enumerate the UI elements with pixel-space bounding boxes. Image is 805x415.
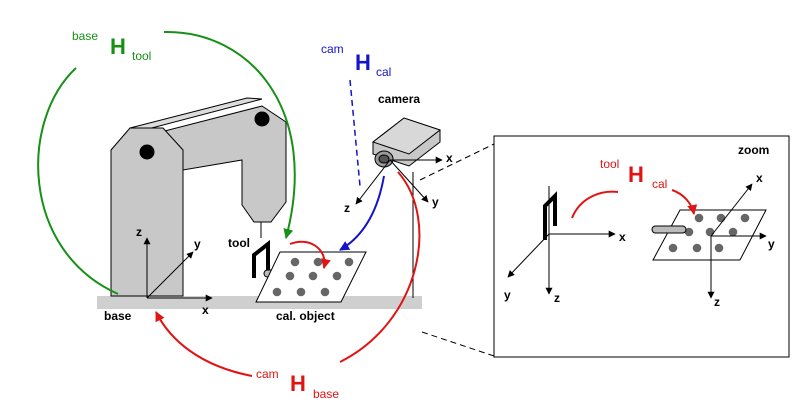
cam-H-base-arrow-right — [339, 171, 421, 363]
cam-H-cal-sub: cal — [376, 65, 391, 79]
tool-H-cal-arrow — [671, 189, 698, 215]
base-frame — [143, 237, 213, 302]
calibration-object — [255, 251, 367, 303]
camera-label: camera — [378, 92, 420, 106]
camera-x-axis-label: x — [446, 151, 453, 165]
zoom-tool-frame — [507, 186, 616, 295]
cam-H-cal-dashed-line — [349, 79, 361, 187]
tool-H-cal-sub: cal — [652, 177, 667, 191]
zoom-cal-y-axis-label: y — [768, 237, 775, 251]
base-H-tool-main: H — [110, 34, 126, 59]
cam-H-base-label: cam H base — [256, 365, 339, 401]
base-z-axis-label: z — [136, 225, 142, 239]
cam-H-base-main: H — [290, 371, 306, 396]
cam-H-cal-arrow — [339, 175, 385, 251]
base-x-axis-label: x — [202, 303, 209, 317]
base-H-tool-sub: tool — [132, 49, 151, 63]
cam-H-cal-sup: cam — [321, 42, 344, 56]
camera — [371, 117, 442, 298]
cam-H-base-arrow-left — [155, 311, 253, 377]
zoom-tool-y-axis-label: y — [504, 288, 511, 302]
base-H-tool-label: base H tool — [72, 27, 151, 63]
base-H-tool-arrow-head-arc — [163, 30, 296, 239]
zoom-tool-x-axis-label: x — [619, 230, 626, 244]
zoom-cal-frame — [707, 183, 767, 299]
tool-H-cal-main: H — [628, 162, 644, 187]
base-label: base — [104, 309, 132, 323]
camera-frame — [355, 156, 443, 205]
cam-H-base-sup: cam — [256, 367, 279, 381]
base-H-tool-sup: base — [72, 29, 98, 43]
zoom-projection-top — [419, 143, 495, 181]
tool-H-cal-label: tool H cal — [600, 155, 667, 191]
cam-H-base-sub: base — [313, 387, 339, 401]
zoom-projection-bottom — [421, 331, 495, 357]
zoom-cal-z-axis-label: z — [714, 295, 720, 309]
zoom-tool-gripper — [543, 191, 557, 240]
tool-H-cal-sup: tool — [600, 157, 619, 171]
cal-object-label: cal. object — [276, 309, 335, 323]
zoom-cal-x-axis-label: x — [756, 171, 763, 185]
zoom-label: zoom — [738, 143, 769, 157]
base-y-axis-label: y — [194, 237, 201, 251]
tool-H-cal-arc — [571, 190, 619, 219]
tool-to-cal-arrow — [289, 240, 331, 269]
base-H-tool-arrow — [37, 67, 119, 295]
robot-arm — [110, 97, 287, 297]
cam-H-cal-main: H — [355, 50, 371, 75]
tool-label: tool — [228, 236, 250, 250]
camera-y-axis-label: y — [432, 195, 439, 209]
cam-H-cal-label: cam H cal — [321, 40, 391, 79]
zoom-tool-z-axis-label: z — [554, 291, 560, 305]
camera-z-axis-label: z — [344, 201, 350, 215]
